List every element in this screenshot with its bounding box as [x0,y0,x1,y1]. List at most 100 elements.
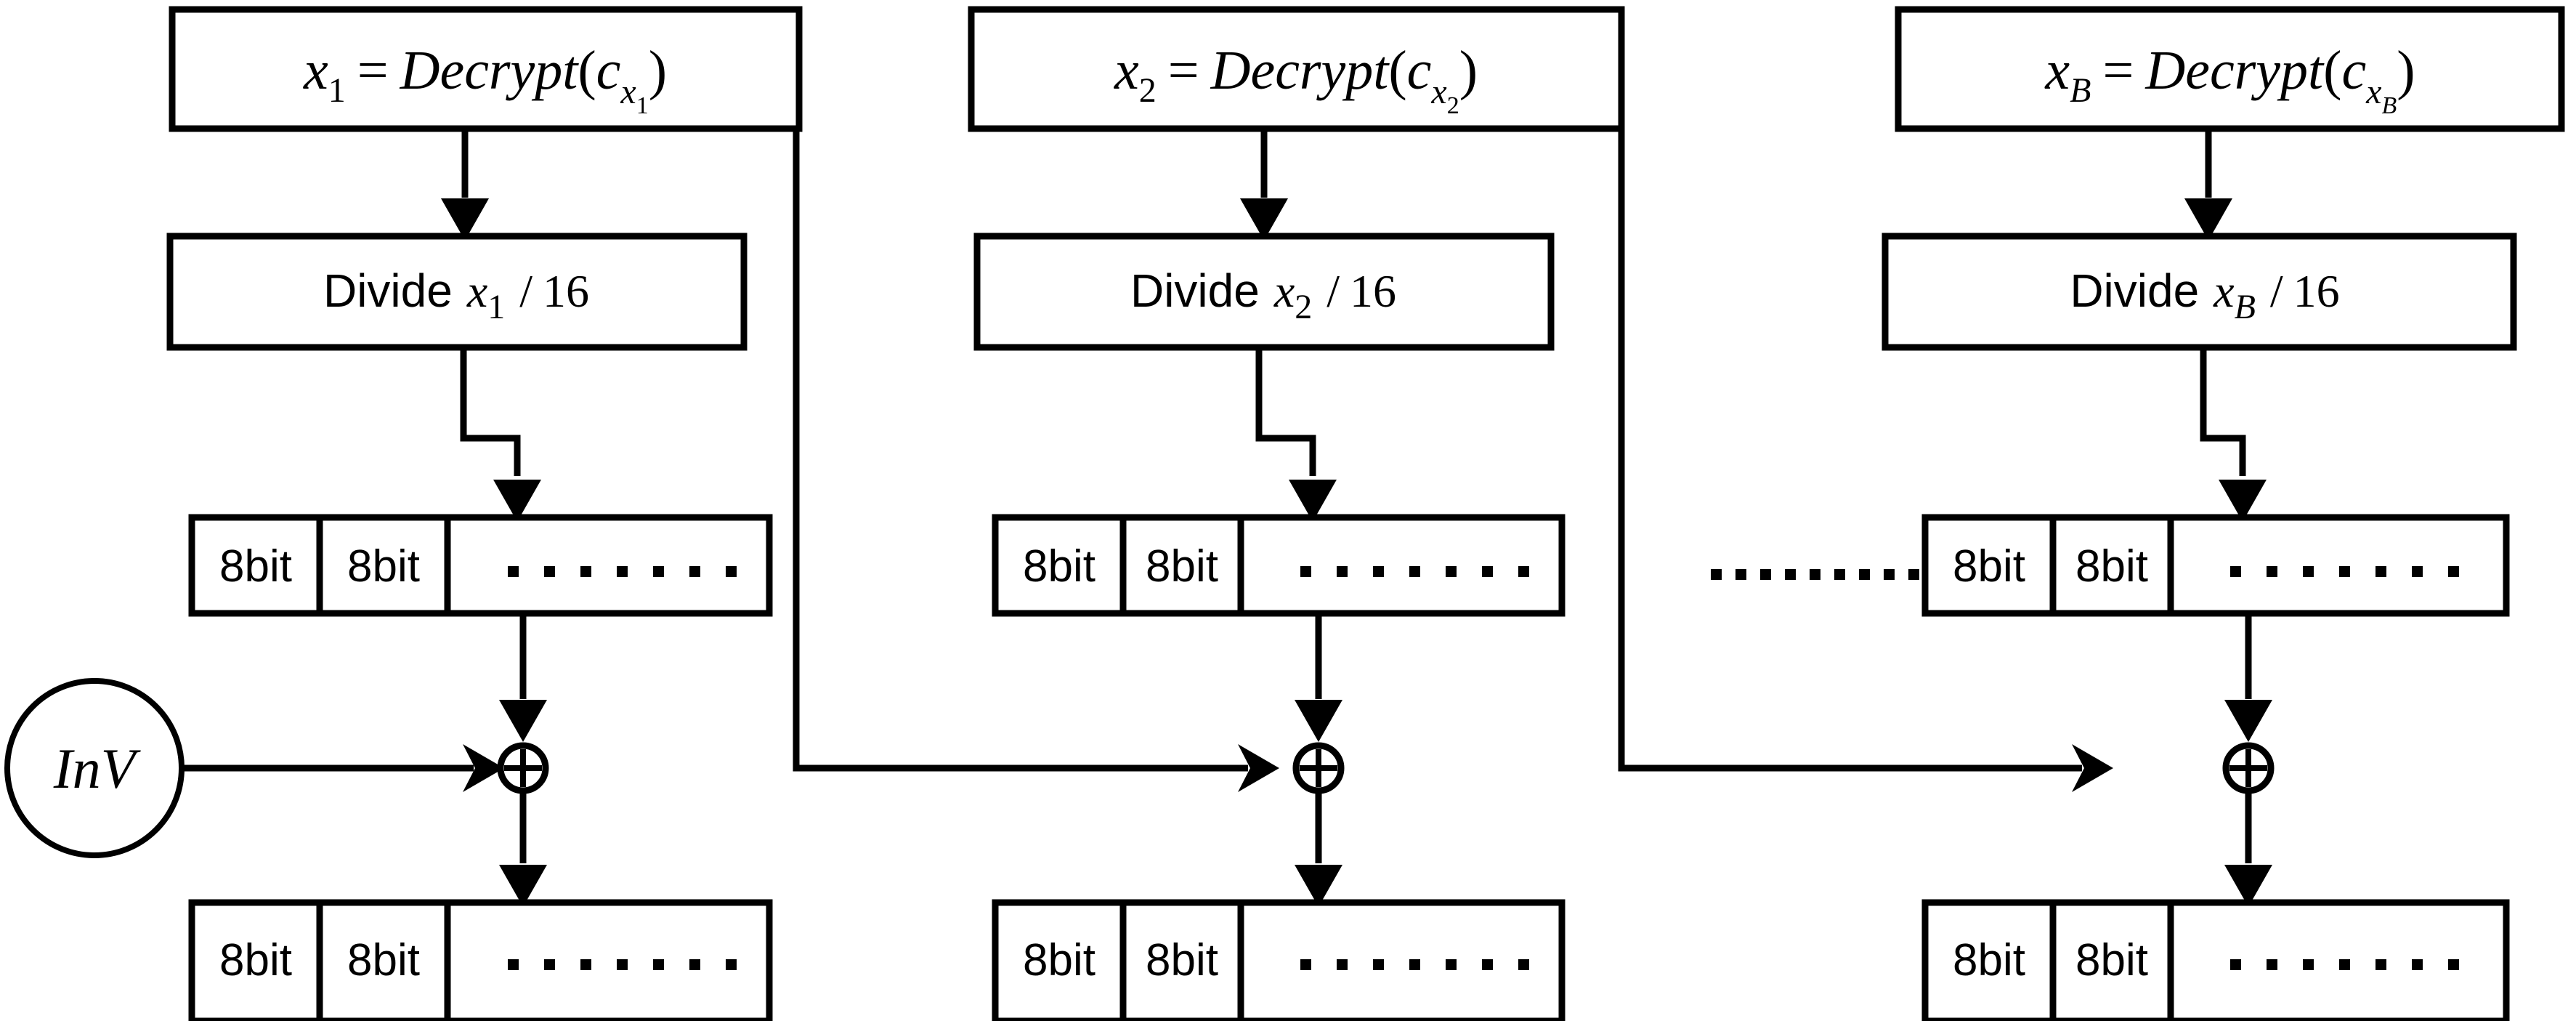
decrypt-arg-1: c [596,40,621,101]
lower-register-2-rect [992,899,1566,1021]
decrypt-arg-subsub-2: 2 [1447,92,1459,119]
decrypt-open-paren-B: ( [2323,40,2341,101]
divide-box-1-rect [166,233,748,351]
feedline-2-to-xor-3 [1618,129,2113,792]
arrow-decrypt-to-divide-1 [441,129,489,241]
lower-register-B-ellipsis [2230,959,2459,970]
upper-register-1-rect [188,514,773,617]
upper-register-B-cell-0: 8bit [1953,541,2025,592]
lower-register-B-cell-0: 8bit [1953,935,2025,985]
divide-divisor-2: 16 [1350,265,1396,317]
lower-register-B[interactable]: 8bit 8bit [1921,899,2510,1021]
upper-register-1-ellipsis [508,566,737,577]
divide-box-B-rect [1882,233,2517,351]
arrow-xor-to-lower-register-B [2224,791,2272,907]
decrypt-formula-B: xB=Decrypt(cxB) [2044,40,2415,119]
divide-var-sub-2: 2 [1295,288,1312,326]
decrypt-box-1[interactable]: x1=Decrypt(cx1) [169,6,803,132]
feedline-1-to-xor-2 [793,129,1279,792]
decrypt-box-B[interactable]: xB=Decrypt(cxB) [1895,6,2565,132]
decrypt-fn-1: Decrypt [400,40,580,101]
lower-register-1-cell-0: 8bit [219,935,292,985]
upper-register-B[interactable]: 8bit 8bit [1921,514,2510,617]
xor-operator-1[interactable] [497,742,549,794]
decrypt-arg-sub-B: x [2365,73,2381,111]
divide-var-2: x [1273,265,1295,317]
arrow-xor-to-lower-register-1 [499,791,547,907]
decrypt-open-paren-1: ( [578,40,596,101]
arrow-decrypt-to-divide-2 [1240,129,1288,241]
upper-register-2-cell-0: 8bit [1023,541,1095,592]
divide-var-1: x [466,265,487,317]
decrypt-fn-2: Decrypt [1210,40,1390,101]
arrow-divide-to-register-2 [1255,347,1337,522]
decrypt-equals-2: = [1168,40,1199,101]
decrypt-arg-subsub-B: B [2381,92,2397,119]
arrow-register-to-xor-B [2224,613,2272,742]
arrow-register-to-xor-2 [1295,613,1342,742]
arrow-register-to-xor-1 [499,613,547,742]
decrypt-box-1-rect [169,6,803,132]
decrypt-box-2[interactable]: x2=Decrypt(cx2) [968,6,1625,132]
decrypt-equals-B: = [2102,40,2134,101]
decrypt-var-sub-B: B [2070,71,2091,110]
lower-register-B-rect [1921,899,2510,1021]
decrypt-close-paren-2: ) [1459,40,1478,101]
divide-var-B: x [2213,265,2234,317]
divide-slash-2: / [1327,265,1340,317]
decrypt-fn-B: Decrypt [2144,40,2325,101]
xor-operator-B[interactable] [2222,742,2275,794]
upper-register-1-cell-0: 8bit [219,541,292,592]
decrypt-arg-sub-2: x [1430,73,1446,111]
xor-operator-2[interactable] [1292,742,1345,794]
upper-register-1-cell-1: 8bit [347,541,420,592]
upper-register-1[interactable]: 8bit 8bit [188,514,773,617]
decrypt-var-sub-2: 2 [1139,71,1157,110]
iv-node-label: InV [53,737,142,800]
arrow-xor-to-lower-register-2 [1295,791,1342,907]
arrow-decrypt-to-divide-B [2184,129,2232,241]
decrypt-var-B: x [2044,40,2070,101]
upper-register-2-rect [992,514,1566,617]
lower-register-2-cell-0: 8bit [1023,935,1095,985]
arrow-divide-to-register-B [2200,347,2267,522]
divide-slash-1: / [519,265,532,317]
lower-register-2-ellipsis [1300,959,1529,970]
upper-register-2[interactable]: 8bit 8bit [992,514,1566,617]
lower-register-1[interactable]: 8bit 8bit [188,899,773,1021]
arrow-divide-to-register-1 [460,347,541,522]
decrypt-equals-1: = [357,40,389,101]
decrypt-var-sub-1: 1 [328,71,346,110]
lower-register-2[interactable]: 8bit 8bit [992,899,1566,1021]
decrypt-box-2-rect [968,6,1625,132]
decrypt-var-1: x [303,40,328,101]
divide-divisor-B: 16 [2293,265,2340,317]
upper-register-B-ellipsis [2230,566,2459,577]
iv-node[interactable]: InV [4,678,185,858]
lower-register-2-cell-1: 8bit [1146,935,1218,985]
decrypt-formula-1: x1=Decrypt(cx1) [303,40,667,119]
upper-register-B-rect [1921,514,2510,617]
divide-box-2-rect [973,233,1555,351]
decrypt-close-paren-1: ) [649,40,667,101]
decrypt-open-paren-2: ( [1388,40,1406,101]
divide-word-2: Divide [1130,265,1260,317]
decrypt-box-B-rect [1895,6,2565,132]
decrypt-arg-B: c [2341,40,2366,101]
decrypt-var-2: x [1114,40,1139,101]
lower-register-B-cell-1: 8bit [2075,935,2148,985]
divide-divisor-1: 16 [543,265,589,317]
decrypt-arg-subsub-1: 1 [636,92,649,119]
lower-register-1-cell-1: 8bit [347,935,420,985]
